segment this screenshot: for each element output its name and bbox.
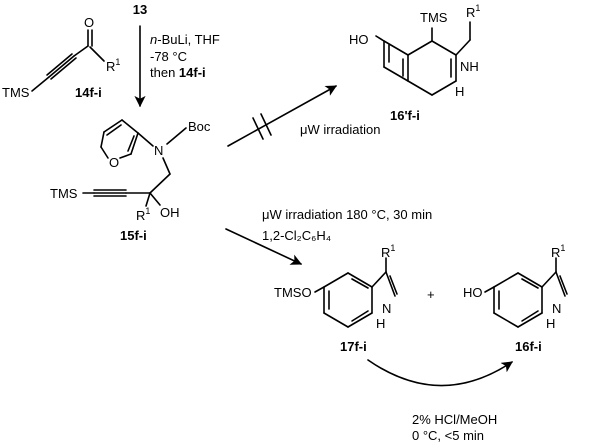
indole-17-structure: TMSO R1 N H [274,243,398,331]
ynone-14-structure: TMS O R1 [2,15,120,100]
tmso-label: TMSO [274,285,312,300]
tms-label-15: TMS [50,186,78,201]
r1-label-16prime: R1 [466,3,480,20]
compound-label-16f-i: 16f-i [515,339,542,354]
nitrogen-label: N [154,143,163,158]
boc-label: Boc [188,119,211,134]
furan-oxygen-label: O [109,155,119,170]
tms-label-16prime: TMS [420,10,448,25]
compound-label-13: 13 [133,2,147,17]
carbonyl-oxygen-label: O [84,15,94,30]
indole-16-structure: HO R1 N H [463,243,568,331]
amino-alcohol-15-structure: O N Boc TMS R1 OH [50,119,211,223]
compound-label-15f-i: 15f-i [120,228,147,243]
r1-label-17: R1 [381,243,395,260]
compound-label-14f-i: 14f-i [75,85,102,100]
indole-16prime-structure: TMS HO R1 NH H [349,3,480,99]
h-label-16prime: H [455,84,464,99]
n-label-17: N [382,301,391,316]
step1-condition-line3: then 14f-i [150,65,206,80]
hydroxyl-label-16prime: HO [349,32,369,47]
main-step-condition-line1: μW irradiation 180 °C, 30 min [262,207,432,222]
hydroxyl-label-16: HO [463,285,483,300]
blocked-reaction-arrow [227,85,337,147]
deprotection-condition-line2: 0 °C, <5 min [412,428,484,443]
step1-condition-line2: -78 °C [150,49,187,64]
step1-condition-line1: n-BuLi, THF [150,32,220,47]
main-step-condition-line2: 1,2-Cl₂C₆H₄ [262,228,331,243]
plus-sign: + [427,287,435,302]
r1-label-16: R1 [551,243,565,260]
tms-label: TMS [2,85,30,100]
r1-label-15: R1 [136,206,150,223]
h-label-16: H [546,316,555,331]
hydroxyl-label-15: OH [160,205,180,220]
h-label-17: H [376,316,385,331]
nh-label-16prime: NH [460,59,479,74]
r1-label-14: R1 [106,57,120,74]
arrow-block-mark-1 [252,117,264,140]
blocked-step-condition: μW irradiation [300,122,380,137]
compound-label-16prime: 16'f-i [390,108,420,123]
deprotection-condition-line1: 2% HCl/MeOH [412,412,497,427]
arrow-block-mark-2 [260,113,272,136]
n-label-16: N [552,301,561,316]
reaction-arrow-main [225,228,303,265]
compound-label-17f-i: 17f-i [340,339,367,354]
deprotection-curved-arrow [367,359,513,387]
